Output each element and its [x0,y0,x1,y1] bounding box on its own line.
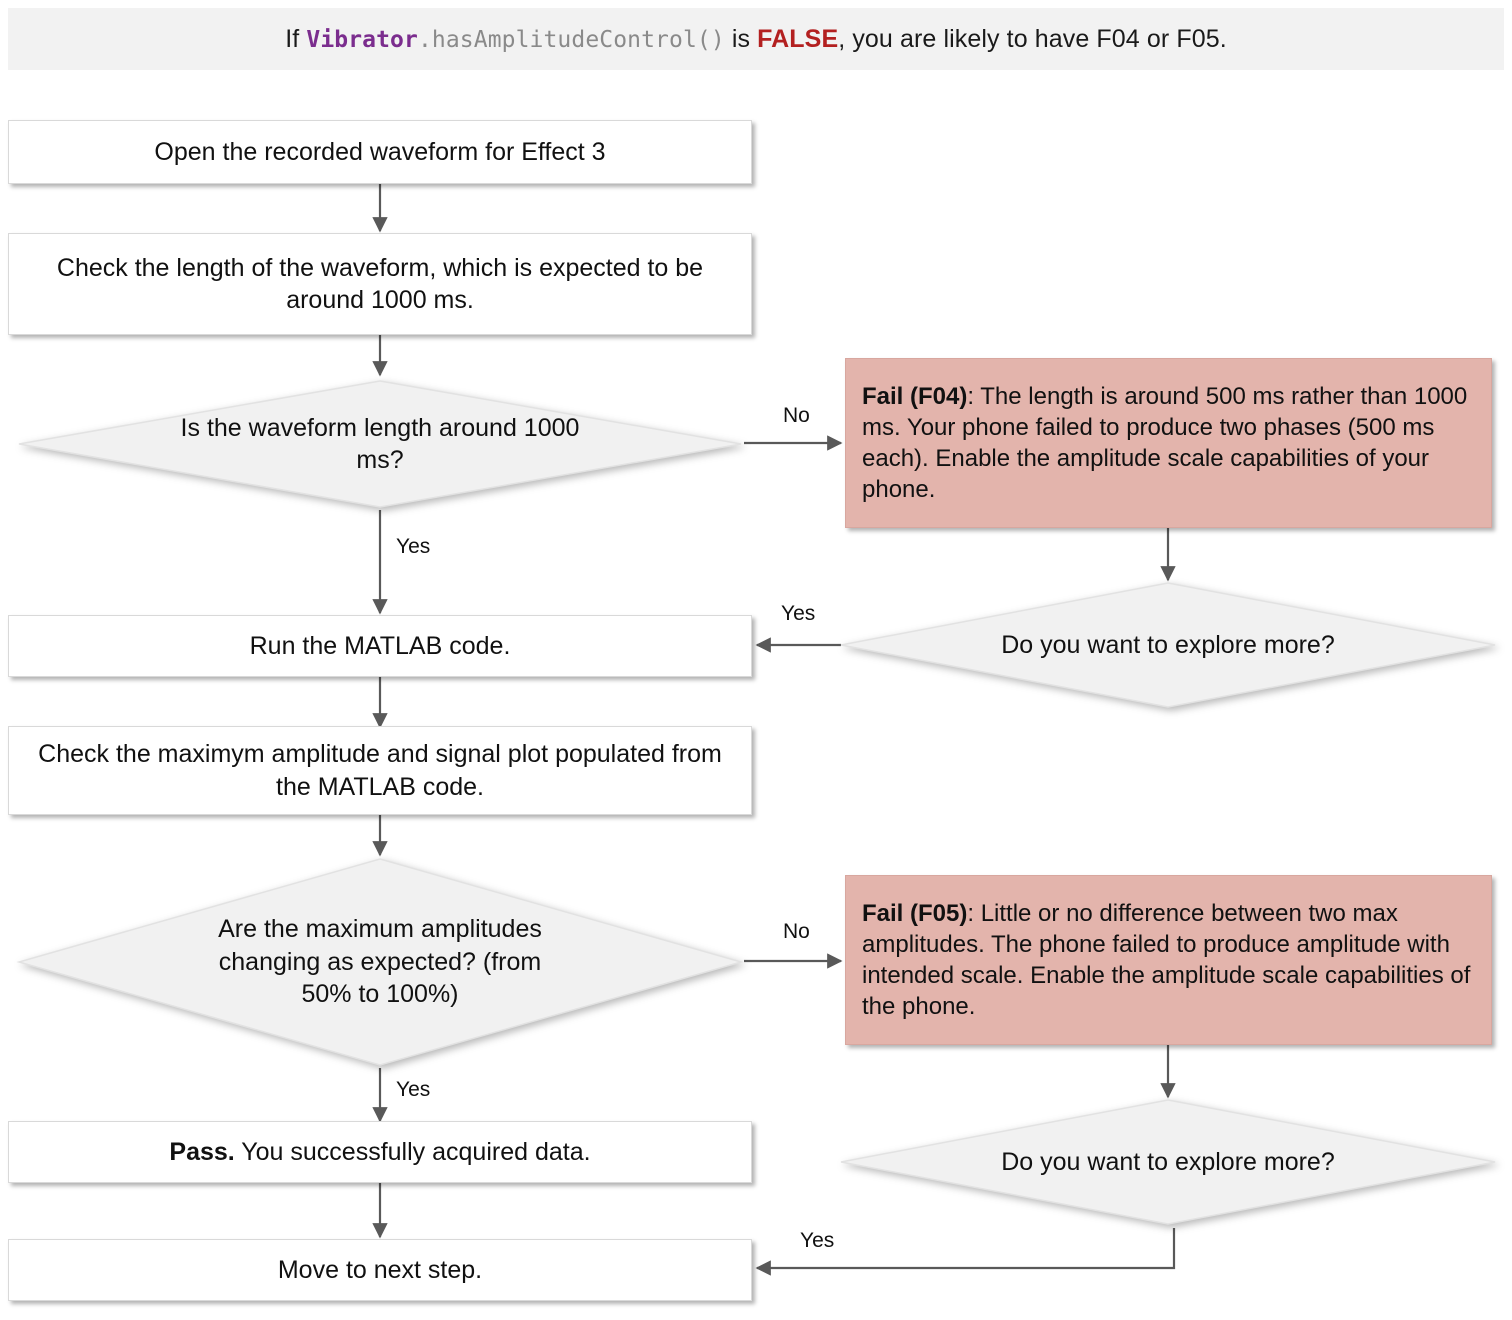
edge-label-amplitude-no: No [783,920,810,943]
node-move-next-step[interactable]: Move to next step. [8,1239,752,1301]
node-decision-explore-more-top-label: Do you want to explore more? [1001,630,1335,659]
banner-class-name: Vibrator [306,26,418,53]
node-fail-f04[interactable]: Fail (F04): The length is around 500 ms … [845,358,1492,528]
decision-diamond-shape [16,858,744,1066]
node-decision-explore-more-bottom[interactable]: Do you want to explore more? [838,1097,1498,1227]
node-decision-amplitudes-changing-label: Are the maximum amplitudes changing as e… [218,915,542,1009]
node-run-matlab-label: Run the MATLAB code. [249,631,511,660]
edge-label-amplitude-yes: Yes [396,1078,431,1101]
header-banner-text: If Vibrator.hasAmplitudeControl() is FAL… [285,25,1227,54]
edge-label-length-yes: Yes [396,535,431,558]
node-check-amplitude-label: Check the maximym amplitude and signal p… [38,740,722,801]
node-fail-f04-text: Fail (F04): The length is around 500 ms … [862,381,1475,506]
banner-method-name: .hasAmplitudeControl() [417,26,725,53]
node-pass-text: Pass. You successfully acquired data. [169,1136,590,1169]
node-decision-waveform-length[interactable]: Is the waveform length around 1000 ms? [16,378,744,510]
node-fail-f05-body: : Little or no difference between two ma… [862,899,1471,1021]
edge-label-explore-top-yes: Yes [781,602,816,625]
node-pass-body: You successfully acquired data. [234,1137,591,1166]
node-move-next-step-label: Move to next step. [277,1255,483,1284]
node-fail-f04-body: : The length is around 500 ms rather tha… [862,382,1468,504]
node-decision-explore-more-top[interactable]: Do you want to explore more? [838,580,1498,710]
node-fail-f05-text: Fail (F05): Little or no difference betw… [862,898,1475,1023]
node-run-matlab[interactable]: Run the MATLAB code. [8,615,752,677]
node-pass[interactable]: Pass. You successfully acquired data. [8,1121,752,1183]
banner-suffix: , you are likely to have F04 or F05. [838,24,1227,53]
node-check-length[interactable]: Check the length of the waveform, which … [8,233,752,335]
node-fail-f04-title: Fail (F04) [862,382,968,410]
banner-prefix: If [285,24,307,53]
node-open-waveform-label: Open the recorded waveform for Effect 3 [154,137,606,166]
decision-diamond-shape [18,380,742,508]
banner-keyword-false: FALSE [757,24,839,53]
decision-diamond-shape [840,582,1496,708]
node-fail-f05-title: Fail (F05) [862,899,968,927]
node-decision-waveform-length-label: Is the waveform length around 1000 ms? [180,413,580,475]
decision-diamond-shape [840,1099,1496,1225]
edge-label-length-no: No [783,404,810,427]
node-pass-title: Pass. [169,1137,235,1166]
banner-mid: is [724,24,758,53]
header-banner: If Vibrator.hasAmplitudeControl() is FAL… [8,8,1504,70]
node-check-length-label: Check the length of the waveform, which … [56,253,704,315]
node-fail-f05[interactable]: Fail (F05): Little or no difference betw… [845,875,1492,1045]
node-open-waveform[interactable]: Open the recorded waveform for Effect 3 [8,120,752,184]
node-check-amplitude[interactable]: Check the maximym amplitude and signal p… [8,726,752,815]
node-decision-explore-more-bottom-label: Do you want to explore more? [1001,1147,1335,1176]
node-decision-amplitudes-changing[interactable]: Are the maximum amplitudes changing as e… [16,856,744,1068]
edge-label-explore-bottom-yes: Yes [800,1229,835,1252]
